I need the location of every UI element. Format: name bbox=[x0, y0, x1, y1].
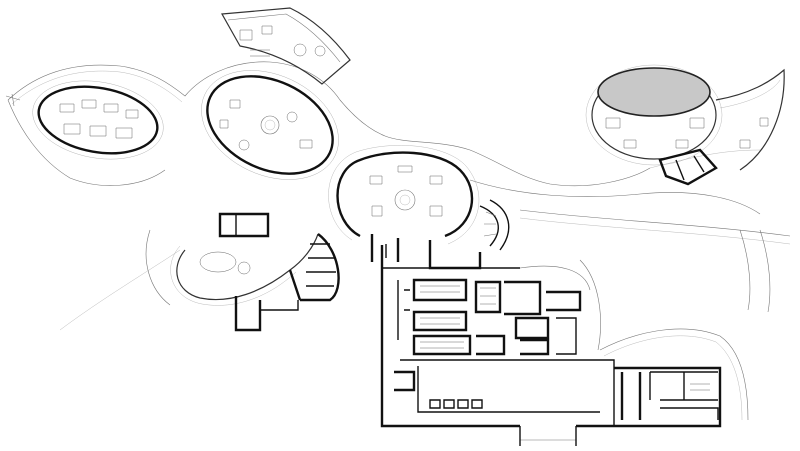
north-wedge-pavilion bbox=[221, 7, 351, 85]
site-boundary-lines bbox=[5, 61, 791, 421]
pool bbox=[597, 67, 711, 117]
northeast-pool-pavilion bbox=[585, 64, 785, 186]
main-service-block bbox=[370, 234, 722, 446]
central-north-ellipse-pavilion bbox=[201, 70, 339, 180]
west-ellipse-pavilion bbox=[32, 80, 164, 160]
curved-corridor-east bbox=[479, 199, 510, 251]
central-round-pavilion bbox=[328, 145, 480, 245]
southwest-curved-wing bbox=[170, 212, 340, 332]
